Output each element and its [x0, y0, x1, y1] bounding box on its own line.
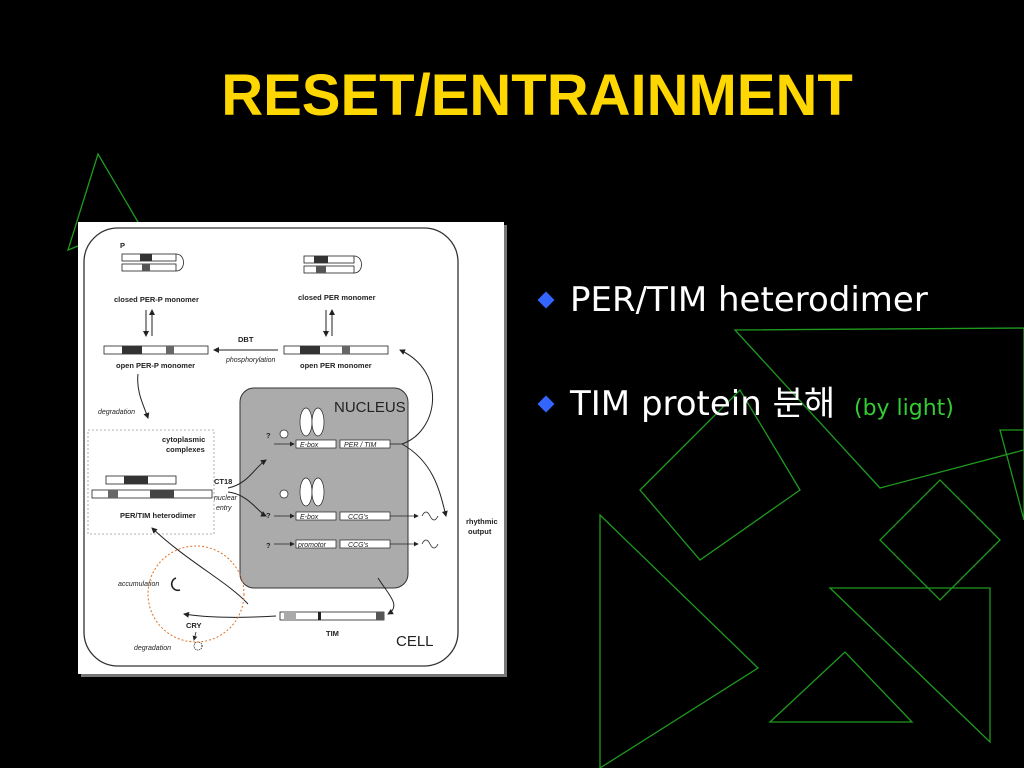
closed-per-label: closed PER monomer — [298, 293, 376, 302]
ct18-label: CT18 — [214, 477, 232, 486]
question-mark-3: ? — [266, 541, 271, 550]
diamond-bullet-icon — [537, 395, 555, 413]
per-tim-complex — [91, 475, 213, 499]
diamond-bullet-icon — [537, 291, 555, 309]
cell-outline — [83, 227, 459, 667]
heterodimer-label: PER/TIM heterodimer — [120, 511, 196, 520]
open-per-p-monomer — [103, 345, 209, 355]
bullet-item-2: TIM protein 분해 (by light) — [536, 384, 1016, 429]
highlight-circle — [147, 545, 245, 643]
gene-row-per-tim: ? E-box PER / TIM — [266, 407, 402, 449]
ccgs-1-label: CCG's — [348, 514, 369, 521]
open-per-monomer — [283, 345, 389, 355]
dbt-label: DBT — [238, 335, 254, 344]
question-mark-1: ? — [266, 431, 271, 440]
cytoplasmic-complexes-box — [87, 429, 215, 535]
accumulation-label: accumulation — [118, 581, 159, 588]
ebox-1-label: E-box — [300, 442, 319, 449]
closed-per-monomer — [303, 255, 362, 274]
rhythmic-label: rhythmic — [466, 517, 498, 526]
closed-per-p-monomer: P — [120, 241, 184, 272]
phosphorylation-label: phosphorylation — [225, 357, 276, 364]
closed-per-p-label: closed PER-P monomer — [114, 295, 199, 304]
gene-row-promotor-ccgs: ? promotor CCG's — [266, 539, 419, 550]
cell-label: CELL — [396, 633, 434, 650]
per-tim-gene-label: PER / TIM — [344, 442, 376, 449]
degradation-bottom-label: degradation — [134, 645, 171, 652]
degradation-top-label: degradation — [98, 409, 135, 416]
bullet-text: TIM protein 분해 — [570, 384, 836, 424]
promotor-label: promotor — [297, 542, 327, 549]
gene-row-ebox-ccgs: ? E-box CCG's — [266, 477, 419, 521]
ebox-2-label: E-box — [300, 514, 319, 521]
circadian-clock-diagram: NUCLEUS P closed PER-P monomer closed PE… — [78, 222, 504, 674]
output-label: output — [468, 527, 492, 536]
diagram-svg: NUCLEUS P closed PER-P monomer closed PE… — [83, 227, 498, 667]
tim-label: TIM — [326, 629, 339, 638]
nuclear-label: nuclear — [214, 495, 238, 502]
nucleus-label: NUCLEUS — [334, 399, 406, 416]
open-per-label: open PER monomer — [300, 361, 372, 370]
complexes-label: complexes — [166, 445, 205, 454]
slide-title: RESET/ENTRAINMENT — [221, 63, 853, 128]
question-mark-2: ? — [266, 511, 271, 520]
phospho-label: P — [120, 241, 125, 250]
tim-protein-bar — [279, 611, 385, 621]
ccgs-2-label: CCG's — [348, 542, 369, 549]
cytoplasmic-label: cytoplasmic — [162, 435, 205, 444]
bullet-text: PER/TIM heterodimer — [570, 280, 928, 320]
bullet-list: PER/TIM heterodimer TIM protein 분해 (by l… — [536, 280, 1016, 493]
bullet-note: (by light) — [853, 396, 954, 421]
bullet-item-1: PER/TIM heterodimer — [536, 280, 1016, 320]
cry-label: CRY — [186, 621, 202, 630]
entry-label: entry — [216, 505, 232, 512]
open-per-p-label: open PER-P monomer — [116, 361, 195, 370]
